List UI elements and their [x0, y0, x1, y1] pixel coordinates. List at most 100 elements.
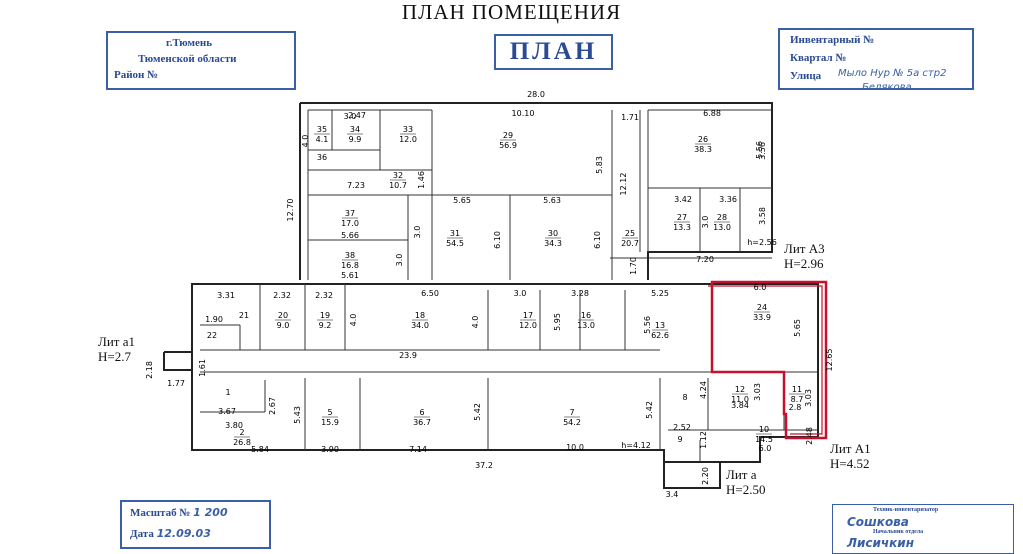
inventory-stamp: Инвентарный № Квартал № Улица — [778, 28, 974, 90]
dimension-label: 23.9 — [399, 351, 417, 360]
dimension-label: 4.0 — [471, 316, 480, 329]
room-number: 5 — [327, 408, 332, 417]
room-number: 11 — [792, 385, 802, 394]
room-area: 54.5 — [446, 239, 464, 248]
room-area: 15.9 — [321, 418, 339, 427]
city-stamp: г.Тюмень Тюменской области Район № — [106, 31, 296, 90]
dimension-label: 6.0 — [759, 444, 772, 453]
dimension-label: 28.0 — [527, 90, 545, 99]
dimension-label: 1.61 — [198, 359, 207, 377]
room-area: 13.0 — [577, 321, 595, 330]
dimension-label: 3.03 — [804, 389, 813, 407]
dimension-label: 2.67 — [268, 397, 277, 415]
room-area: 9.0 — [277, 321, 290, 330]
room-area: 12.0 — [399, 135, 417, 144]
stamp-block: Квартал № — [790, 52, 847, 64]
dimension-label: 3.56 — [758, 142, 767, 160]
dimension-label: 3.28 — [571, 289, 589, 298]
room-area: 26.8 — [233, 438, 251, 447]
dimension-label: 1.77 — [167, 379, 185, 388]
dimension-label: 6.10 — [593, 231, 602, 249]
stamp-city-name: г.Тюмень — [166, 37, 213, 49]
room-number: 24 — [757, 303, 767, 312]
room-area: 17.0 — [341, 219, 359, 228]
room-number: 31 — [450, 229, 460, 238]
room-area: 34.0 — [411, 321, 429, 330]
room-number: 36 — [317, 153, 327, 162]
room-number: 21 — [239, 311, 249, 320]
room-number: 37 — [345, 209, 355, 218]
scale-stamp: Масштаб № 1 200 Дата 12.09.03 — [120, 500, 271, 549]
date-label: Дата — [130, 528, 154, 540]
room-area: 12.0 — [519, 321, 537, 330]
dimension-label: 3.4 — [666, 490, 679, 499]
dimension-label: 3.0 — [514, 289, 527, 298]
dimension-label: 1.71 — [621, 113, 639, 122]
dimension-label: 5.42 — [645, 401, 654, 419]
room-area: 56.9 — [499, 141, 517, 150]
room-number: 27 — [677, 213, 687, 222]
dimension-label: 10.10 — [512, 109, 535, 118]
dimension-label: 1.12 — [699, 431, 708, 449]
room-number: 17 — [523, 311, 533, 320]
room-area-extra: 2.8 — [789, 403, 802, 412]
stamp-sign-line2: Начальник отдела — [873, 529, 924, 535]
room-area: 33.9 — [753, 313, 771, 322]
room-area: 8.7 — [791, 395, 804, 404]
dimension-label: 2.18 — [145, 361, 154, 379]
room-number: 10 — [759, 425, 769, 434]
scale-value: 1 200 — [193, 506, 228, 519]
dimension-label: 3.0 — [395, 254, 404, 267]
dimension-label: 5.56 — [755, 141, 764, 159]
room-area: 10.7 — [389, 181, 407, 190]
dimension-label: 12.70 — [286, 199, 295, 222]
room-number: 22 — [207, 331, 217, 340]
dimension-label: 2.48 — [805, 427, 814, 445]
dimension-label: 2.20 — [701, 467, 710, 485]
room-number: 34 — [350, 125, 360, 134]
stamp-inventory-number: Инвентарный № — [790, 34, 875, 46]
dimension-label: 7.14 — [409, 445, 427, 454]
dimension-label: 4.0 — [349, 314, 358, 327]
dimension-label: 3.0 — [413, 226, 422, 239]
dimension-label: 5.61 — [341, 271, 359, 280]
dimension-label: 3.80 — [225, 421, 243, 430]
dimension-label: 7.20 — [696, 255, 714, 264]
room-number: 18 — [415, 311, 425, 320]
room-area: 13.0 — [713, 223, 731, 232]
dimension-label: 3.42 — [674, 195, 692, 204]
room-number: 35 — [317, 125, 327, 134]
room-number: 28 — [717, 213, 727, 222]
dimension-label: 5.42 — [473, 403, 482, 421]
highlighted-room-inner-outline — [708, 285, 823, 435]
room-area: 11.0 — [731, 395, 749, 404]
room-number: 33 — [403, 125, 413, 134]
date-value: 12.09.03 — [156, 527, 211, 540]
dimension-label: 2.32 — [315, 291, 333, 300]
dimension-label: 5.63 — [543, 196, 561, 205]
room-number: 19 — [320, 311, 330, 320]
dimension-label: 3.03 — [753, 383, 762, 401]
dimension-label: 5.65 — [453, 196, 471, 205]
dimension-label: 6.50 — [421, 289, 439, 298]
room-area: 9.9 — [349, 135, 362, 144]
room-number: 30 — [548, 229, 558, 238]
handwritten-street: Мыло Нур № 5а стр2 — [838, 68, 947, 79]
dimension-label: h=4.12 — [621, 441, 651, 450]
room-area: 13.3 — [673, 223, 691, 232]
room-area: 34.3 — [544, 239, 562, 248]
room-number: 26 — [698, 135, 708, 144]
dimension-label: 4.24 — [699, 381, 708, 399]
dimension-label: 3.90 — [321, 445, 339, 454]
plan-walls — [163, 102, 819, 489]
dimension-label: 5.66 — [341, 231, 359, 240]
dimension-label: 6.10 — [493, 231, 502, 249]
dimension-label: 5.25 — [651, 289, 669, 298]
room-number: 38 — [345, 251, 355, 260]
dimension-label: 5.65 — [793, 319, 802, 337]
dimension-label: 3.67 — [218, 407, 236, 416]
